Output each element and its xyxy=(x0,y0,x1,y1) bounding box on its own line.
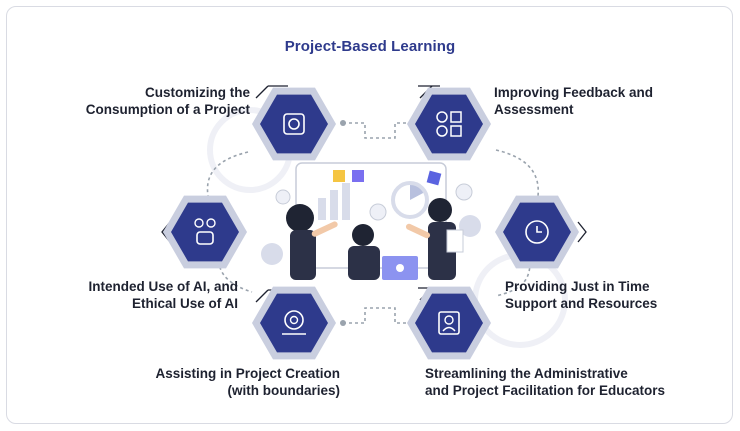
robot-thought-icon xyxy=(194,218,216,245)
label-line: Assessment xyxy=(494,102,574,117)
person-right xyxy=(405,198,464,280)
decor-gear-icon xyxy=(261,215,481,265)
label-line: Ethical Use of AI xyxy=(131,296,238,311)
label-line: Support and Resources xyxy=(505,296,658,311)
pie-chart-icon xyxy=(410,183,425,200)
hex-core xyxy=(415,94,483,154)
connector-right-top xyxy=(495,149,540,197)
hex-core xyxy=(260,94,328,154)
label-admin: Streamlining the Administrative and Proj… xyxy=(425,365,715,399)
lightbulb-icon xyxy=(369,203,387,221)
label-feedback: Improving Feedback and Assessment xyxy=(494,84,694,118)
chat-bubble-icon xyxy=(455,183,473,201)
label-line: Improving Feedback and xyxy=(494,85,654,100)
label-line: Providing Just in Time xyxy=(505,279,650,294)
feedback-grid-icon xyxy=(436,111,462,137)
person-gear-icon xyxy=(438,311,460,335)
hex-node-ethical xyxy=(163,195,247,269)
gear-box-icon xyxy=(283,113,305,135)
person-middle xyxy=(348,224,418,280)
label-line: Consumption of a Project xyxy=(85,102,250,117)
label-creation: Assisting in Project Creation (with boun… xyxy=(60,365,340,399)
gear-pencil-icon xyxy=(282,310,306,335)
hex-node-creation xyxy=(252,286,336,360)
connector-left-top xyxy=(206,151,249,197)
label-line: Assisting in Project Creation xyxy=(155,366,340,381)
hex-node-just-in-time xyxy=(495,195,579,269)
hex-node-admin xyxy=(407,286,491,360)
connector-top xyxy=(343,122,412,139)
hex-core xyxy=(415,293,483,353)
label-just-in-time: Providing Just in Time Support and Resou… xyxy=(505,278,705,312)
settings-bubble-icon xyxy=(275,189,291,205)
label-line: Intended Use of AI, and xyxy=(88,279,238,294)
hex-node-feedback xyxy=(407,87,491,161)
diagram-title: Project-Based Learning xyxy=(284,38,456,55)
label-ethical: Intended Use of AI, and Ethical Use of A… xyxy=(60,278,238,312)
label-line: (with boundaries) xyxy=(227,383,341,398)
chart-bar-icon xyxy=(318,198,326,220)
person-left xyxy=(286,204,338,280)
connector-right-bottom xyxy=(495,261,531,297)
label-customizing: Customizing the Consumption of a Project xyxy=(60,84,250,118)
sticky-note-icon xyxy=(333,170,345,182)
label-line: and Project Facilitation for Educators xyxy=(425,383,666,398)
clock-gear-icon xyxy=(525,220,549,244)
connector-left-bottom xyxy=(217,254,253,293)
connectors xyxy=(206,122,540,324)
hex-node-customizing xyxy=(252,87,336,161)
label-line: Streamlining the Administrative xyxy=(425,366,628,381)
connector-bottom xyxy=(343,307,412,324)
label-line: Customizing the xyxy=(145,85,250,100)
central-illustration xyxy=(261,162,481,280)
